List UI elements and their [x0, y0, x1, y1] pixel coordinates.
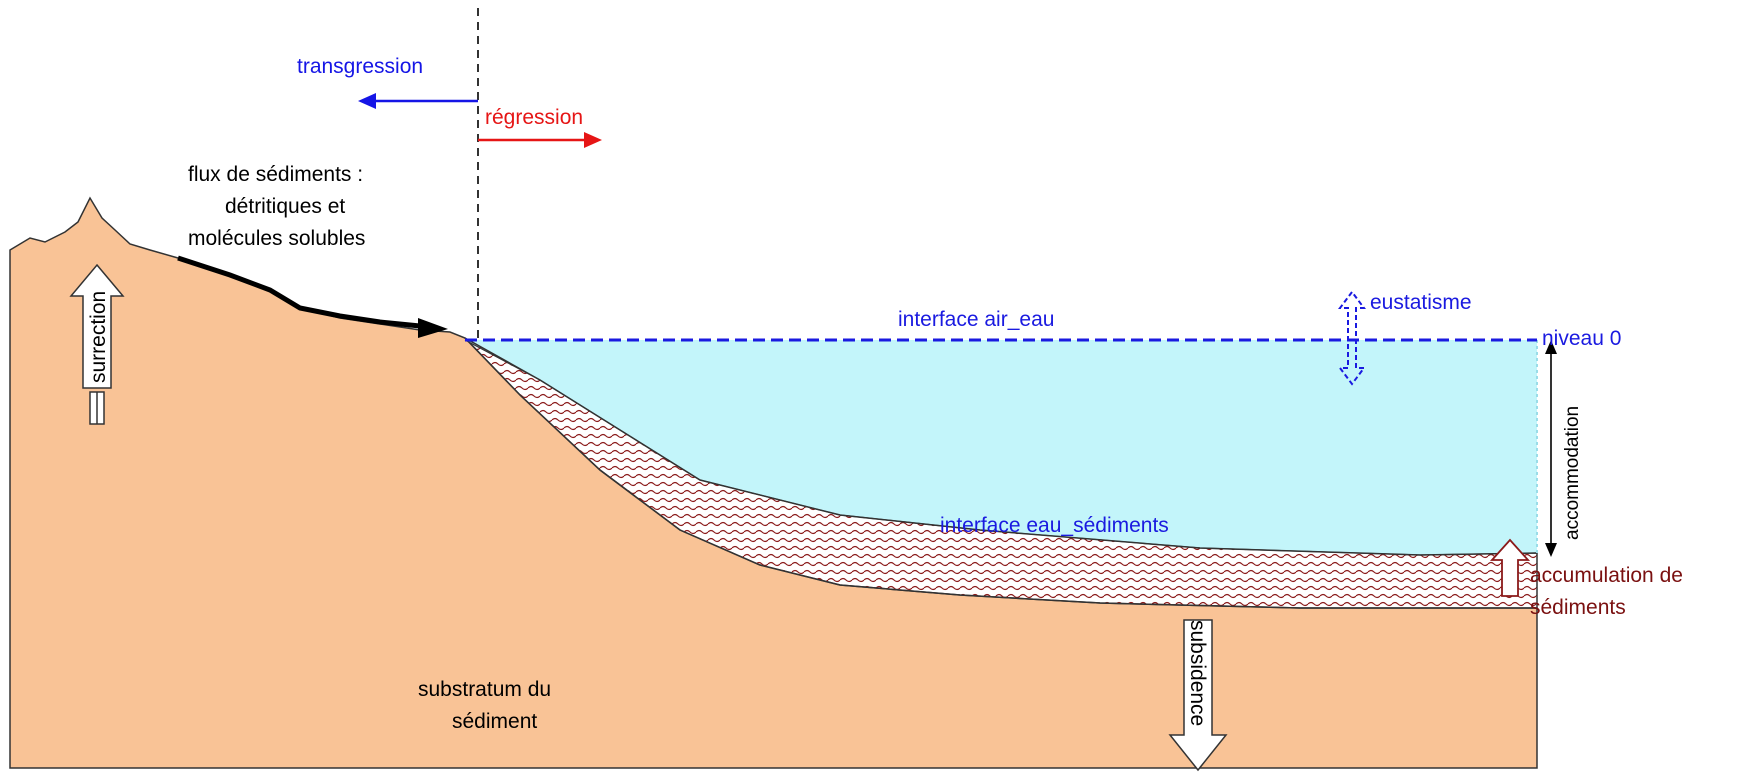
transgression-label: transgression — [297, 55, 423, 78]
interface-eau-sediments-label: interface eau_sédiments — [940, 514, 1169, 537]
eustatisme-label: eustatisme — [1370, 291, 1472, 314]
hollow-up-arrow-icon — [1489, 538, 1531, 597]
flux-label-line3: molécules solubles — [188, 227, 365, 250]
accumulation-label-line1: accumulation de — [1530, 564, 1683, 587]
sediment-flux-arrow — [177, 255, 421, 329]
surrection-label: surrection — [87, 291, 110, 383]
interface-air-eau-label: interface air_eau — [898, 308, 1054, 331]
arrow-right-icon — [584, 132, 602, 148]
substratum-label-line2: sédiment — [452, 710, 537, 733]
accommodation-label: accommodation — [1562, 406, 1583, 540]
arrow-left-icon — [358, 93, 376, 109]
arrow-right-icon — [418, 318, 448, 338]
water-body — [465, 340, 1537, 555]
hollow-down-arrow-icon — [1168, 619, 1228, 772]
accumulation-label-line2: sédiments — [1530, 596, 1626, 619]
niveau0-label: niveau 0 — [1542, 327, 1621, 350]
sediment-top-outline — [464, 339, 1538, 556]
flux-label-line2: détritiques et — [225, 195, 345, 218]
double-arrow-icon — [1545, 340, 1557, 354]
flux-label-line1: flux de sédiments : — [188, 163, 363, 186]
double-arrow-icon — [1545, 543, 1557, 557]
double-arrow-icon — [1338, 290, 1366, 386]
substratum-label-line1: substratum du — [418, 678, 551, 701]
hollow-up-arrow-icon — [69, 263, 125, 389]
regression-label: régression — [485, 106, 583, 129]
subsidence-label: subsidence — [1186, 620, 1209, 726]
